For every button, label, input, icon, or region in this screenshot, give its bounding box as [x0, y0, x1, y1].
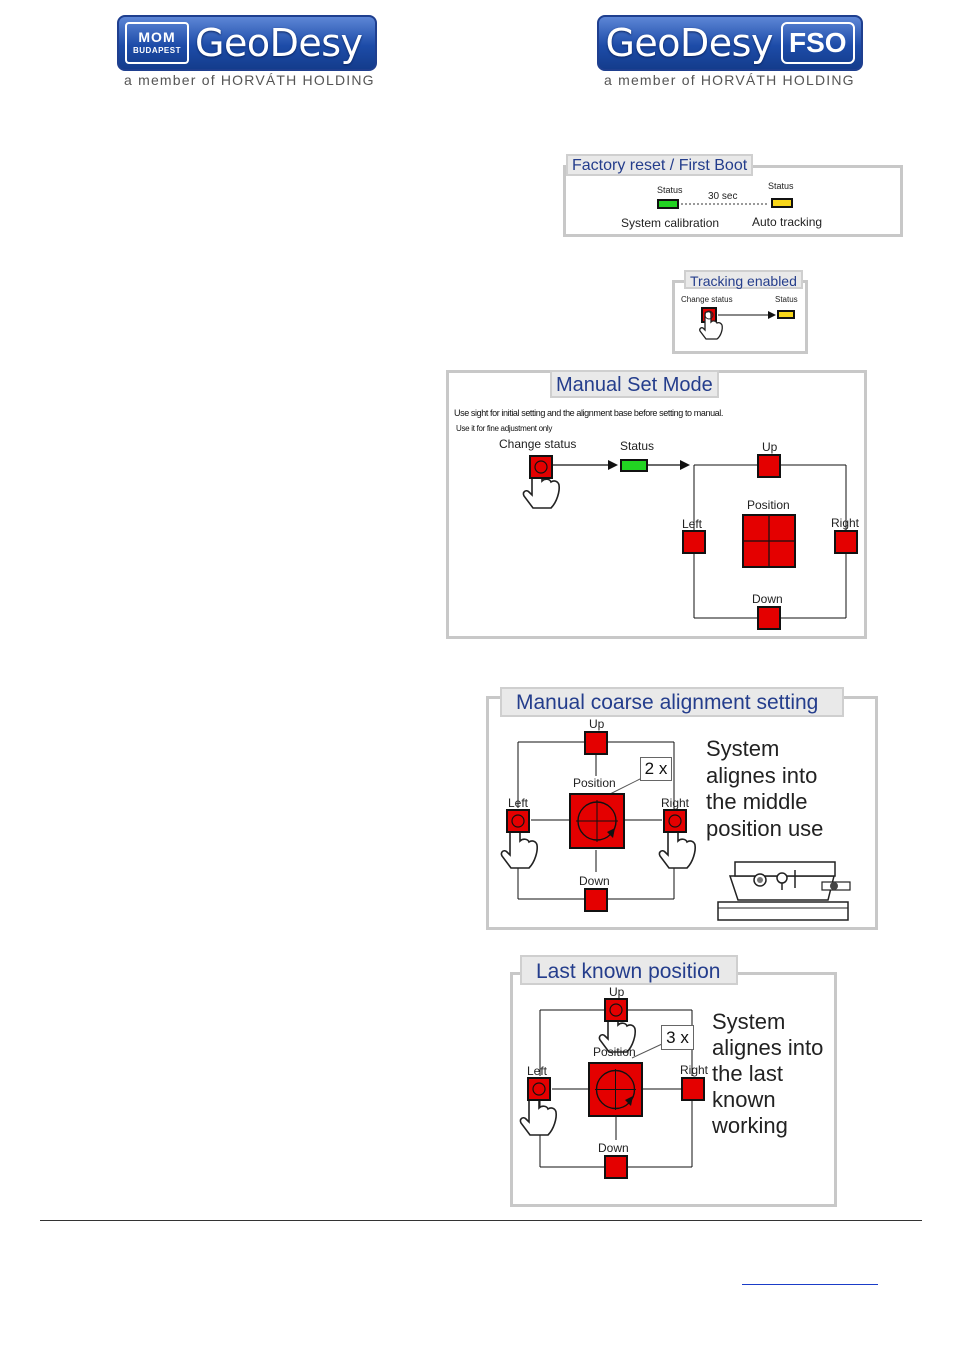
geodesy-wordmark: GeoDesy — [605, 21, 773, 65]
description-line: known — [712, 1087, 776, 1112]
down-label: Down — [579, 874, 610, 888]
up-label: Up — [762, 440, 778, 454]
pointing-hand-icon — [519, 1091, 557, 1136]
rotate-circle-icon — [576, 800, 618, 842]
manual-set-mode-panel — [446, 370, 867, 639]
left-label: Left — [682, 517, 703, 531]
description-line: System — [712, 1009, 786, 1034]
system-calibration-caption: System calibration — [621, 216, 720, 230]
description-line: alignes into — [712, 1035, 824, 1060]
position-label: Position — [593, 1045, 636, 1059]
auto-tracking-caption: Auto tracking — [752, 215, 823, 229]
coarse-alignment-wiring — [500, 741, 851, 921]
manual-set-mode-title: Manual Set Mode — [550, 370, 719, 398]
press-count-callout: 2 x — [640, 757, 672, 781]
description-line: position use — [706, 815, 824, 841]
status-led-yellow — [777, 310, 795, 319]
tracking-arrow — [699, 310, 776, 340]
press-count-callout: 3 x — [661, 1025, 694, 1050]
down-label: Down — [598, 1141, 629, 1155]
pointing-hand-icon — [658, 824, 696, 869]
description-line: working — [712, 1113, 788, 1138]
budapest-badge-text: BUDAPEST — [132, 46, 181, 55]
up-button[interactable] — [757, 454, 781, 478]
right-label: Right — [680, 1063, 709, 1077]
change-status-label: Change status — [681, 295, 733, 304]
left-button[interactable] — [682, 530, 706, 554]
up-label: Up — [609, 985, 625, 999]
change-status-button[interactable] — [529, 455, 553, 479]
last-known-wiring — [519, 1008, 693, 1168]
down-button[interactable] — [604, 1155, 628, 1179]
status-label: Status — [775, 295, 798, 304]
press-ring-icon — [511, 814, 525, 828]
status-label: Status — [768, 181, 794, 191]
alignment-base-device-icon — [717, 861, 851, 921]
geodesy-wordmark: GeoDesy — [195, 21, 363, 65]
fso-badge: FSO — [780, 22, 855, 64]
up-button[interactable] — [584, 731, 608, 755]
timer-dotted-line — [681, 203, 769, 205]
geodesy-fso-logo: GeoDesy FSO — [597, 15, 863, 71]
left-label: Left — [508, 796, 529, 810]
status-led-green — [620, 459, 648, 472]
status-led-green — [657, 199, 679, 209]
position-label: Position — [573, 776, 616, 790]
right-label: Right — [661, 796, 690, 810]
factory-reset-title: Factory reset / First Boot — [566, 154, 754, 176]
up-button[interactable] — [604, 998, 628, 1022]
last-known-description: System alignes into the last known worki… — [712, 1009, 823, 1139]
tracking-enabled-panel — [672, 280, 808, 354]
position-button[interactable] — [742, 514, 796, 568]
footer-divider — [40, 1220, 922, 1221]
right-button[interactable] — [681, 1077, 705, 1101]
status-label: Status — [620, 439, 655, 453]
manual-set-note-1: Use sight for initial setting and the al… — [454, 408, 723, 418]
last-known-position-title: Last known position — [520, 955, 738, 985]
left-button[interactable] — [506, 809, 530, 833]
position-label: Position — [747, 498, 790, 512]
press-ring-icon — [609, 1003, 623, 1017]
mom-badge-text: MOM — [138, 29, 176, 45]
description-line: the last — [712, 1061, 783, 1086]
press-ring-icon — [534, 460, 548, 474]
coarse-alignment-title: Manual coarse alignment setting — [500, 687, 844, 717]
status-led-yellow — [771, 198, 793, 208]
mom-geodesy-logo: MOM BUDAPEST GeoDesy — [117, 15, 377, 71]
up-label: Up — [589, 717, 605, 731]
change-status-label: Change status — [499, 437, 577, 451]
press-ring-icon — [668, 814, 682, 828]
status-label: Status — [657, 185, 683, 195]
position-button[interactable] — [569, 793, 625, 849]
description-line: alignes into — [706, 762, 818, 788]
timer-label: 30 sec — [708, 191, 738, 202]
footer-link[interactable] — [742, 1270, 878, 1285]
coarse-alignment-description: System alignes into the middle position … — [706, 736, 823, 842]
left-button[interactable] — [527, 1077, 551, 1101]
position-button[interactable] — [588, 1062, 643, 1117]
tracking-enabled-title: Tracking enabled — [684, 270, 803, 289]
down-button[interactable] — [584, 888, 608, 912]
pointing-hand-icon — [699, 310, 723, 340]
description-line: the middle — [706, 789, 808, 814]
down-button[interactable] — [757, 606, 781, 630]
right-button[interactable] — [834, 530, 858, 554]
description-line: System — [706, 736, 780, 761]
press-ring-icon — [532, 1082, 546, 1096]
right-logo-tagline: a member of HORVÁTH HOLDING — [604, 72, 855, 88]
right-button[interactable] — [663, 809, 687, 833]
rotate-circle-icon — [595, 1069, 636, 1110]
manual-set-note-2: Use it for fine adjustment only — [456, 424, 553, 433]
left-logo-tagline: a member of HORVÁTH HOLDING — [124, 72, 375, 88]
down-label: Down — [752, 592, 783, 606]
quadrant-cross-icon — [744, 516, 794, 566]
pointing-hand-icon — [500, 824, 538, 869]
right-label: Right — [831, 516, 860, 530]
left-label: Left — [527, 1064, 548, 1078]
mom-budapest-badge: MOM BUDAPEST — [125, 22, 189, 64]
